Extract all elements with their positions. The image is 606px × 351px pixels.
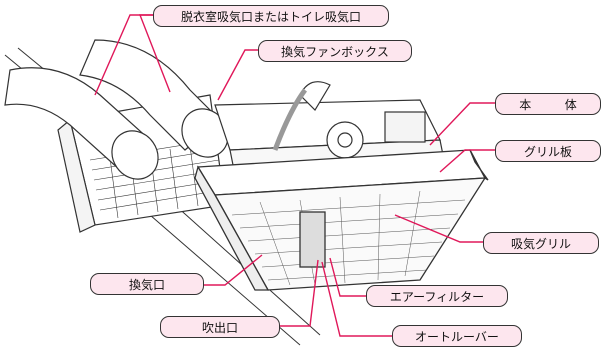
air-filter-callout: エアーフィルター (366, 285, 508, 307)
bath-intake-callout: 脱衣室吸気口またはトイレ吸気口 (153, 5, 389, 27)
duct-pipes (4, 39, 229, 180)
grille-plate-shape (194, 149, 489, 291)
body-callout: 本 体 (495, 93, 601, 115)
outlet-callout: 吹出口 (160, 316, 280, 338)
leader-lines (94, 14, 495, 337)
intake-grille-callout: 吸気グリル (483, 232, 599, 254)
fan-box-callout: 換気ファンボックス (258, 40, 412, 62)
auto-louver-callout: オートルーバー (392, 325, 522, 347)
grille-plate-callout: グリル板 (495, 140, 601, 162)
vent-port-callout: 換気口 (90, 273, 204, 295)
